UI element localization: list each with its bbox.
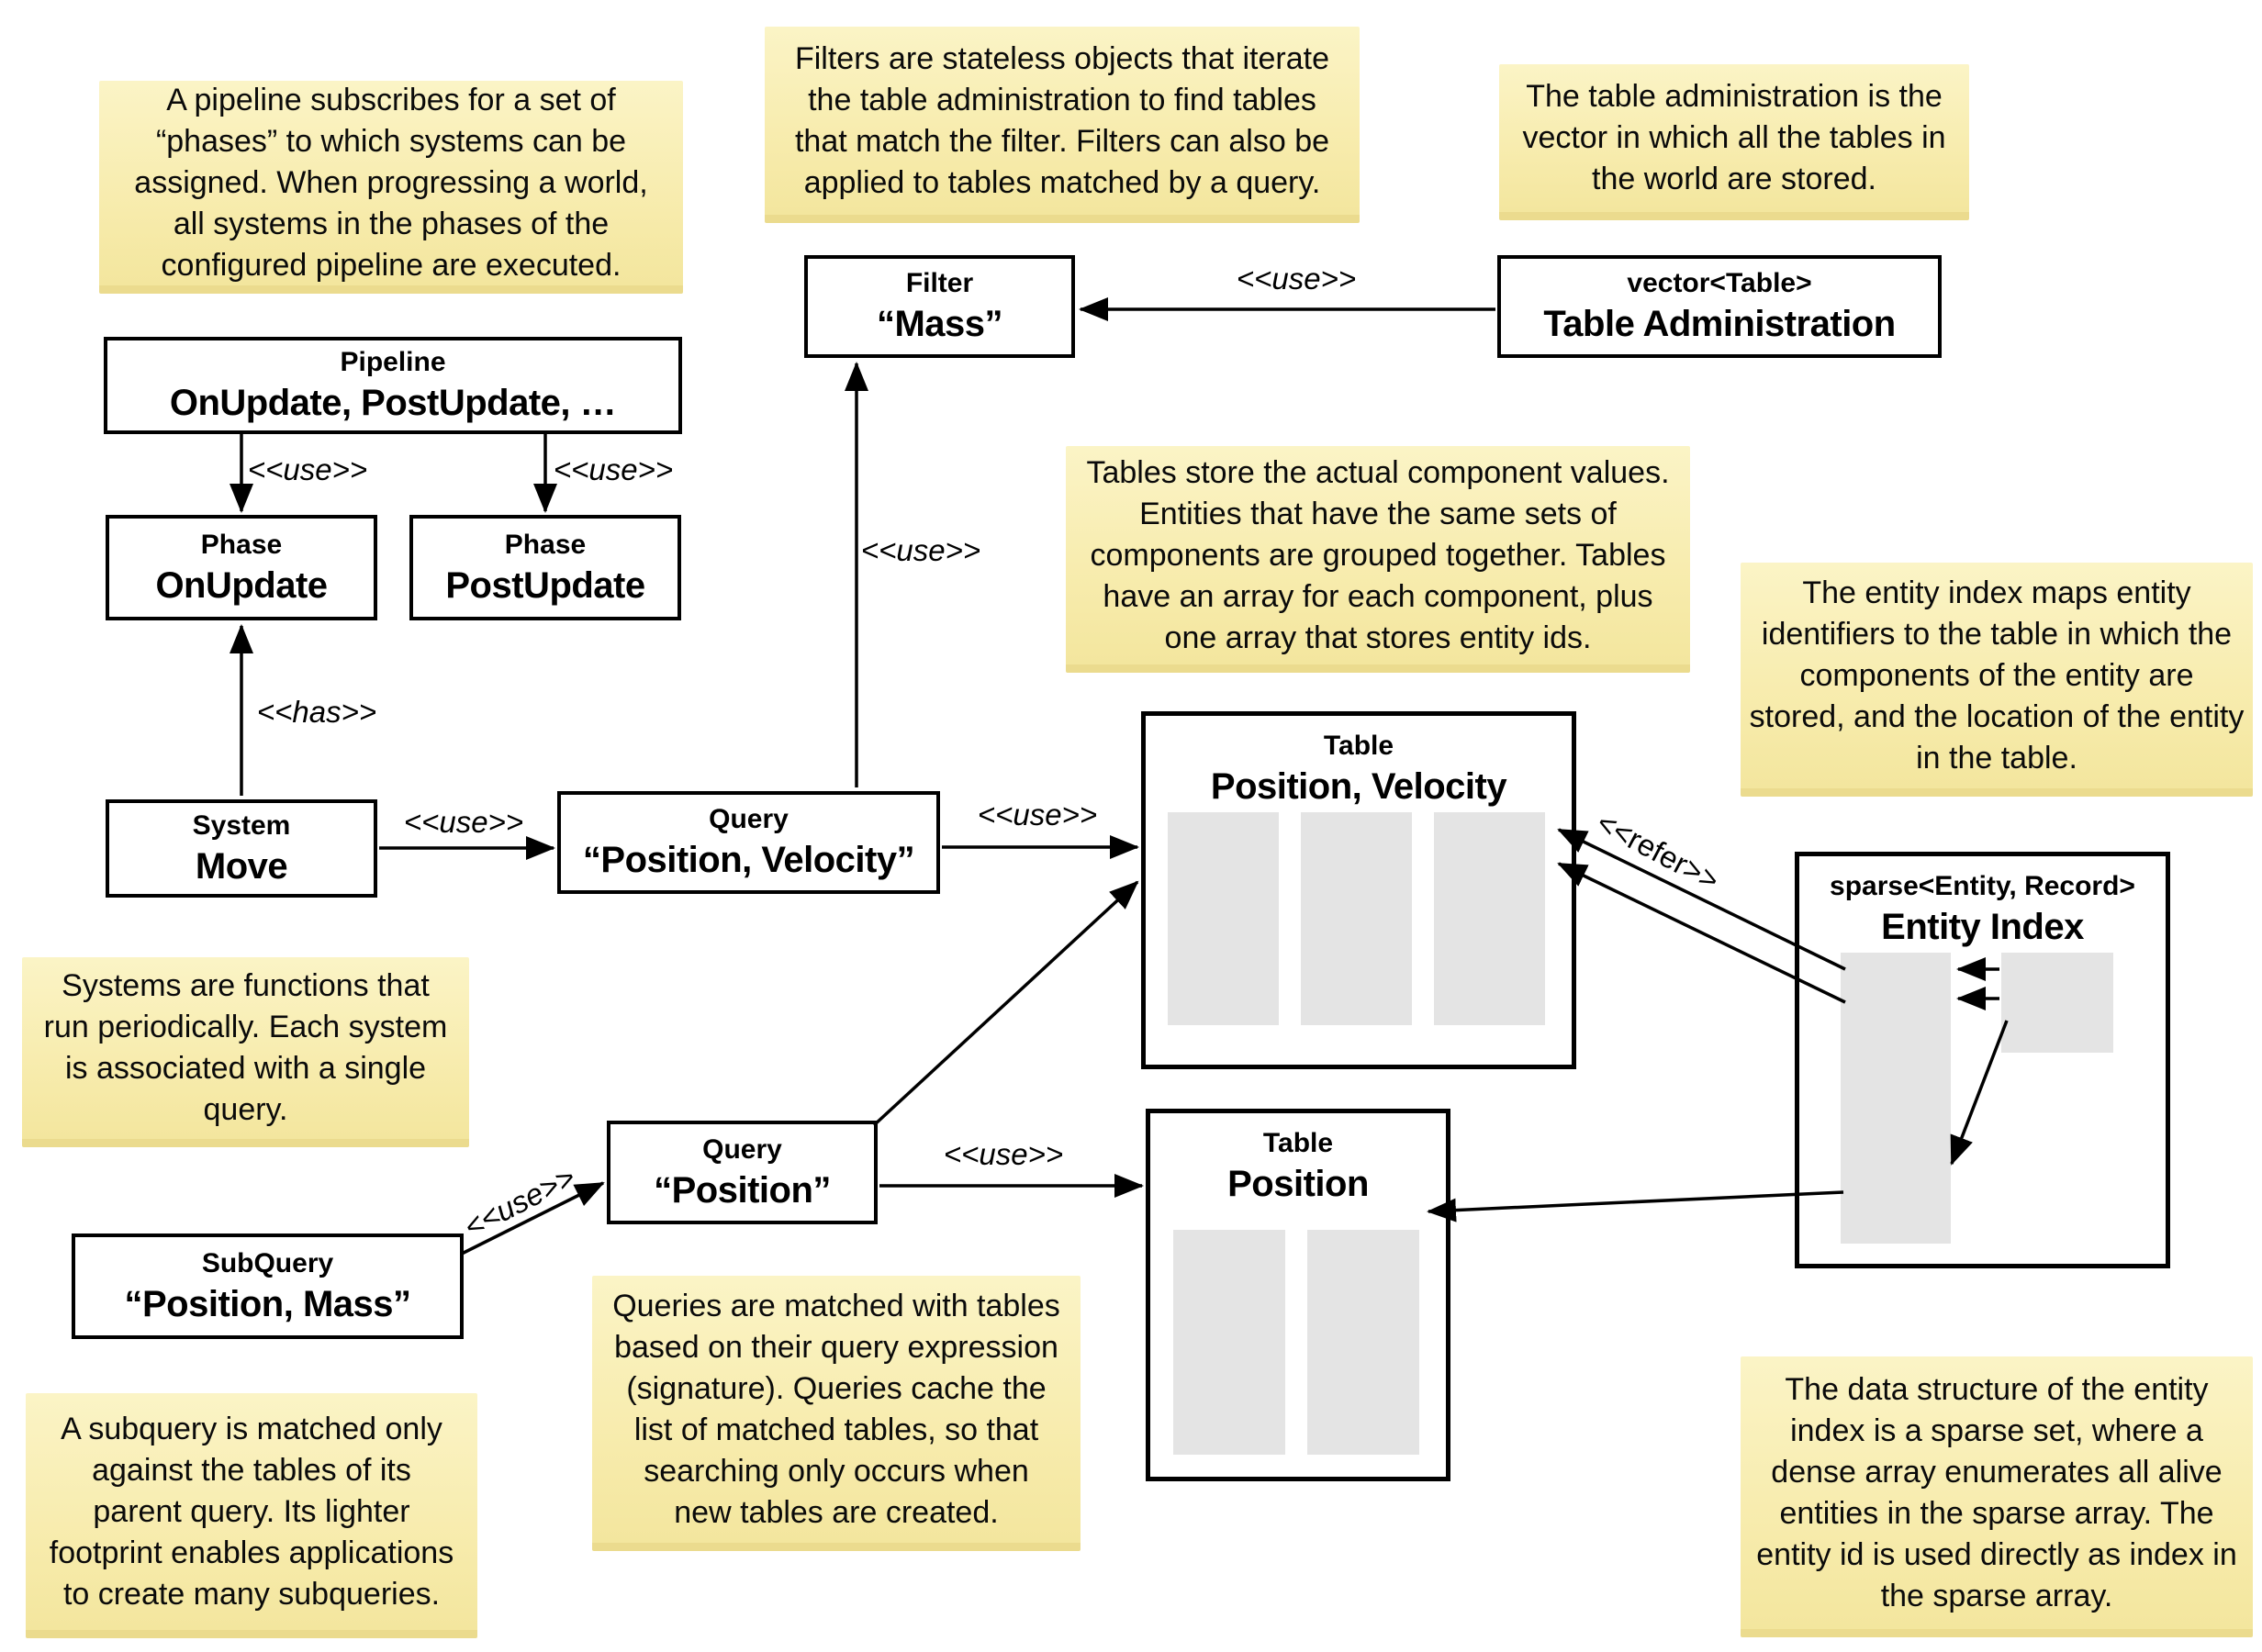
note-sparse-set: The data structure of the entity index i… [1741, 1356, 2253, 1637]
edge-label-refer-rotated: <<refer>> [1591, 805, 1725, 898]
box-title: sparse<Entity, Record> [1830, 871, 2135, 901]
box-phase-postupdate: Phase PostUpdate [409, 515, 681, 620]
note-text: The entity index maps entity identifiers… [1749, 575, 2245, 776]
note-text: Queries are matched with tables based on… [612, 1288, 1060, 1530]
dense-array-bar [2001, 953, 2113, 1053]
edge-label-use-rotated: <<use>> [458, 1159, 581, 1245]
component-array-bar [1173, 1230, 1285, 1455]
component-array-bar [1307, 1230, 1419, 1455]
sparse-array-bar [1841, 953, 1951, 1244]
edge-label-has: <<has>> [256, 695, 377, 729]
box-title: System [192, 809, 291, 841]
box-table-administration: vector<Table> Table Administration [1497, 255, 1942, 358]
edge-label-use: <<use>> [977, 798, 1098, 832]
box-value: OnUpdate [155, 564, 328, 606]
note-queries: Queries are matched with tables based on… [592, 1276, 1081, 1551]
box-value: Position [1227, 1164, 1369, 1204]
edge-label-use: <<use>> [553, 452, 674, 486]
note-text: The table administration is the vector i… [1522, 79, 1946, 196]
note-text: A pipeline subscribes for a set of “phas… [134, 83, 648, 283]
note-tables: Tables store the actual component values… [1066, 446, 1690, 673]
box-value: “Position, Mass” [124, 1283, 411, 1324]
box-value: “Position” [654, 1169, 831, 1211]
box-value: Table Administration [1543, 304, 1896, 344]
box-title: SubQuery [201, 1247, 334, 1278]
edge-label-use: <<use>> [1236, 262, 1357, 296]
box-filter-mass: Filter “Mass” [804, 255, 1075, 358]
note-pipeline: A pipeline subscribes for a set of “phas… [99, 81, 683, 294]
note-text: The data structure of the entity index i… [1756, 1371, 2237, 1613]
edge-label-use: <<use>> [860, 533, 981, 567]
box-phase-onupdate: Phase OnUpdate [106, 515, 377, 620]
component-array-bar [1434, 812, 1545, 1025]
box-subquery: SubQuery “Position, Mass” [72, 1233, 464, 1339]
box-value: Position, Velocity [1210, 766, 1507, 807]
box-title: Phase [200, 529, 283, 560]
component-array-bar [1168, 812, 1279, 1025]
box-value: Move [195, 845, 288, 887]
note-subquery: A subquery is matched only against the t… [26, 1393, 477, 1638]
box-title: vector<Table> [1627, 268, 1812, 298]
box-value: “Position, Velocity” [582, 840, 915, 880]
box-value: Entity Index [1881, 907, 2084, 947]
box-value: “Mass” [876, 304, 1003, 344]
arrow-index-to-tablepos [1427, 1190, 1844, 1222]
box-value: OnUpdate, PostUpdate, … [169, 383, 617, 423]
note-text: Filters are stateless objects that itera… [794, 40, 1330, 200]
note-systems: Systems are functions that run periodica… [22, 957, 469, 1147]
box-title: Table [1323, 731, 1394, 761]
note-text: A subquery is matched only against the t… [49, 1411, 454, 1612]
box-title: Table [1262, 1128, 1334, 1158]
note-filters: Filters are stateless objects that itera… [765, 27, 1360, 223]
box-title: Query [702, 1133, 782, 1165]
box-query-position-velocity: Query “Position, Velocity” [557, 791, 940, 894]
box-system-move: System Move [106, 799, 377, 898]
edge-label-use: <<use>> [943, 1137, 1064, 1171]
box-title: Query [709, 804, 789, 834]
component-array-bar [1301, 812, 1412, 1025]
note-entity-index: The entity index maps entity identifiers… [1741, 563, 2253, 797]
box-title: Phase [504, 529, 587, 560]
edge-label-use: <<use>> [403, 805, 524, 839]
note-text: Tables store the actual component values… [1086, 454, 1670, 655]
box-title: Pipeline [340, 347, 446, 377]
note-table-admin: The table administration is the vector i… [1499, 64, 1969, 220]
box-pipeline: Pipeline OnUpdate, PostUpdate, … [104, 337, 682, 434]
note-text: Systems are functions that run periodica… [43, 968, 448, 1127]
arrow-querypos-to-tablepv [872, 880, 1139, 1127]
box-query-position: Query “Position” [607, 1121, 878, 1224]
box-title: Filter [905, 268, 974, 298]
box-value: PostUpdate [445, 564, 645, 606]
edge-label-use: <<use>> [247, 452, 368, 486]
